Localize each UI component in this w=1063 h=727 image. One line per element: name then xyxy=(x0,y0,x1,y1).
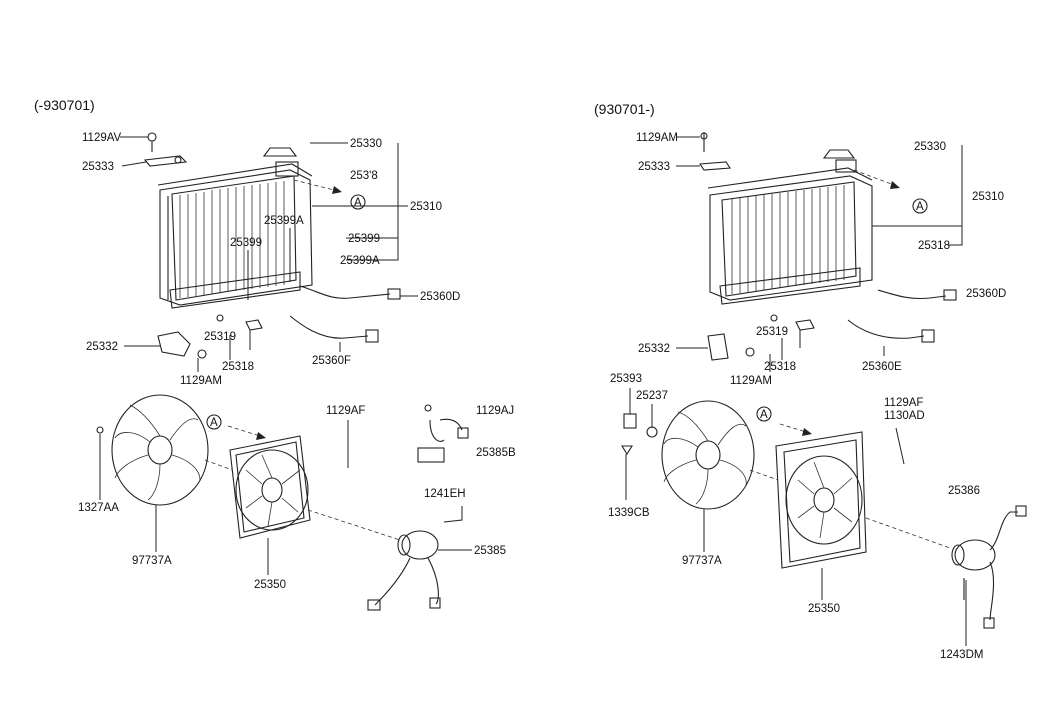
right-assembly: (930701-) xyxy=(594,101,1027,661)
label-25332: 25332 xyxy=(86,341,118,353)
label-r-25350: 25350 xyxy=(808,603,840,615)
label-25350: 25350 xyxy=(254,579,286,591)
label-r-1243dm: 1243DM xyxy=(940,649,983,661)
label-97737a: 97737A xyxy=(132,555,172,567)
label-1129av: 1129AV xyxy=(82,132,122,144)
left-circle-a2-label: A xyxy=(210,417,218,429)
label-r-25333: 25333 xyxy=(638,161,670,173)
label-1129af: 1129AF xyxy=(326,405,365,417)
label-r-1129am: 1129AM xyxy=(730,375,772,387)
right-bottom-bracket xyxy=(707,333,755,361)
right-circle-a2-marker xyxy=(756,406,772,422)
left-circle-a-marker xyxy=(350,194,366,210)
label-25385b: 25385B xyxy=(476,447,516,459)
left-shroud xyxy=(229,435,311,539)
label-r-25237: 25237 xyxy=(636,390,668,402)
label-1241eh: 1241EH xyxy=(424,488,466,500)
label-r-25318-top: 25318 xyxy=(918,240,950,252)
label-r-25360d: 25360D xyxy=(966,288,1006,300)
label-25333: 25333 xyxy=(82,161,114,173)
left-circle-a2-marker xyxy=(206,414,222,430)
left-bottom-bracket xyxy=(157,331,207,359)
label-r-1129am-top: 1129AM xyxy=(636,132,678,144)
right-motor xyxy=(951,505,1027,629)
left-connector xyxy=(417,404,469,463)
label-r-1130ad: 1130AD xyxy=(884,410,925,422)
right-fan xyxy=(661,400,755,510)
left-radiator xyxy=(157,147,313,309)
label-r-25360e: 25360E xyxy=(862,361,902,373)
label-r-25310: 25310 xyxy=(972,191,1004,203)
label-25399: 25399 xyxy=(230,237,262,249)
label-25330: 25330 xyxy=(350,138,382,150)
label-r-25319: 25319 xyxy=(756,326,788,338)
left-circle-a-label: A xyxy=(354,197,362,209)
label-25399a-b: 25399A xyxy=(340,255,380,267)
right-hoses xyxy=(770,289,957,343)
right-circle-a2-label: A xyxy=(760,409,768,421)
label-r-1339cb: 1339CB xyxy=(608,507,650,519)
label-25360d: 25360D xyxy=(420,291,460,303)
left-leaders xyxy=(99,136,472,575)
right-circle-a-label: A xyxy=(916,201,924,213)
label-r-25330: 25330 xyxy=(914,141,946,153)
right-radiator xyxy=(707,149,873,305)
label-25319: 25319 xyxy=(204,331,236,343)
left-hoses xyxy=(216,285,401,343)
label-r-25393: 25393 xyxy=(610,373,642,385)
left-motor xyxy=(367,530,441,611)
label-r-97737a: 97737A xyxy=(682,555,722,567)
label-r-25386: 25386 xyxy=(948,485,980,497)
right-leaders xyxy=(625,136,967,646)
label-r-25332: 25332 xyxy=(638,343,670,355)
label-25318-top: 253'8 xyxy=(350,170,378,182)
left-header: (-930701) xyxy=(34,97,95,113)
right-circle-a-marker xyxy=(912,198,928,214)
label-1129aj: 1129AJ xyxy=(476,405,514,417)
left-assembly: (-930701) xyxy=(34,97,516,611)
left-fan xyxy=(96,394,209,506)
label-1327aa: 1327AA xyxy=(78,502,119,514)
right-shroud xyxy=(775,431,867,569)
label-25318: 25318 xyxy=(222,361,254,373)
label-r-25318: 25318 xyxy=(764,361,796,373)
label-25385: 25385 xyxy=(474,545,506,557)
right-header: (930701-) xyxy=(594,101,655,117)
left-top-bracket xyxy=(143,132,188,167)
label-25399a-a: 25399A xyxy=(264,215,304,227)
label-25310: 25310 xyxy=(410,201,442,213)
label-r-1129af: 1129AF xyxy=(884,397,923,409)
label-1129am: 1129AM xyxy=(180,375,222,387)
label-25360f: 25360F xyxy=(312,355,351,367)
label-25399-b: 25399 xyxy=(348,233,380,245)
right-top-bracket xyxy=(699,132,731,171)
